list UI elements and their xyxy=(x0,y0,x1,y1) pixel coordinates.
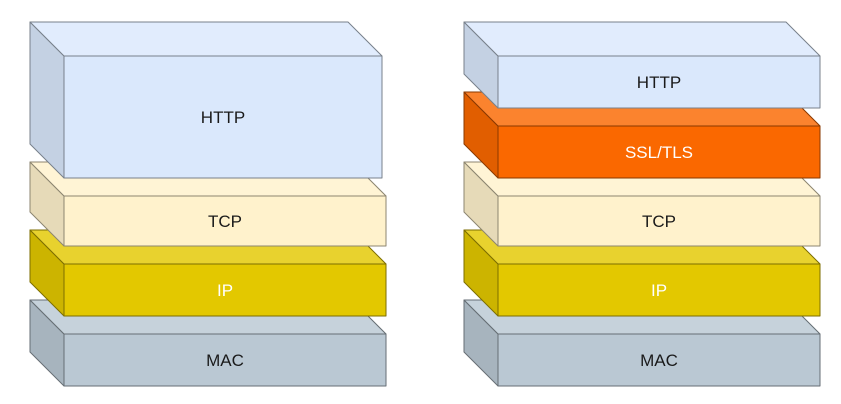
https-stack-layer-mac: MAC xyxy=(463,299,821,387)
layer-front xyxy=(497,263,821,317)
layer-front xyxy=(63,55,383,179)
layer-label: HTTP xyxy=(201,108,245,127)
http-stack-layer-http: HTTP xyxy=(29,21,383,179)
layer-label: MAC xyxy=(640,351,678,370)
layer-front xyxy=(497,195,821,247)
layer-front xyxy=(497,125,821,179)
layer-front xyxy=(63,195,387,247)
layer-top xyxy=(463,21,821,57)
layer-label: IP xyxy=(217,281,233,300)
layer-label: HTTP xyxy=(637,73,681,92)
https-stack: MAC IP TCP SSL/TLS HTTP xyxy=(463,21,821,387)
layer-label: TCP xyxy=(642,212,676,231)
http-stack: MAC IP TCP HTTP xyxy=(29,21,387,387)
layer-label: TCP xyxy=(208,212,242,231)
layer-label: SSL/TLS xyxy=(625,143,693,162)
layer-top xyxy=(29,21,383,57)
layer-front xyxy=(497,333,821,387)
layer-front xyxy=(63,263,387,317)
layer-label: MAC xyxy=(206,351,244,370)
https-stack-layer-http: HTTP xyxy=(463,21,821,109)
layer-label: IP xyxy=(651,281,667,300)
layer-front xyxy=(63,333,387,387)
layer-front xyxy=(497,55,821,109)
